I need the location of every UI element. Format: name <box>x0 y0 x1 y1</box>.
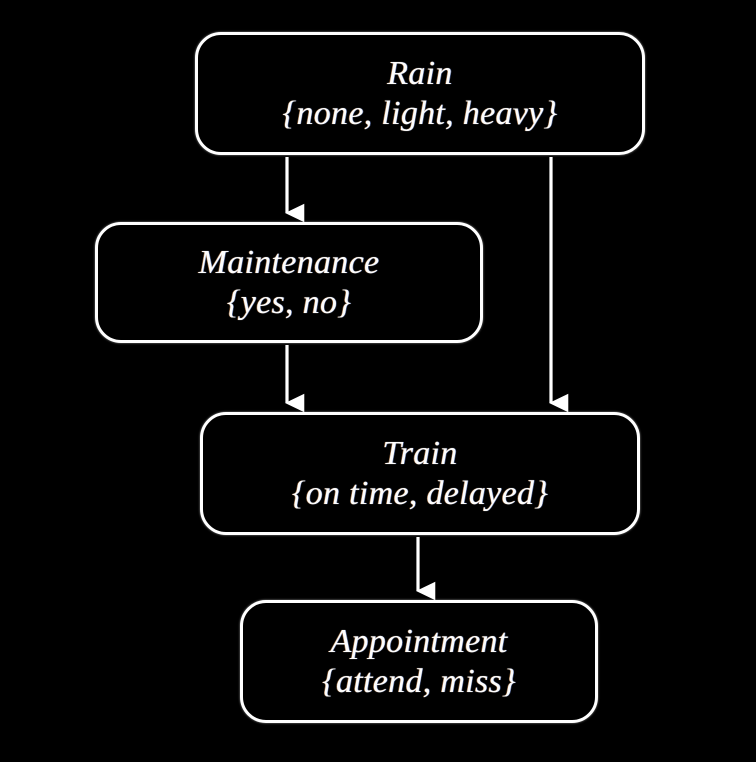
node-appointment-states: {attend, miss} <box>322 662 516 700</box>
node-rain-states: {none, light, heavy} <box>282 94 558 132</box>
node-maintenance-label: Maintenance <box>198 243 380 281</box>
node-train-label: Train <box>382 434 458 472</box>
node-maintenance[interactable]: Maintenance {yes, no} <box>95 222 483 343</box>
node-rain[interactable]: Rain {none, light, heavy} <box>195 32 645 155</box>
node-maintenance-states: {yes, no} <box>226 283 352 321</box>
node-rain-label: Rain <box>387 54 453 92</box>
node-appointment-label: Appointment <box>330 622 508 660</box>
node-train[interactable]: Train {on time, delayed} <box>200 412 640 535</box>
node-appointment[interactable]: Appointment {attend, miss} <box>240 600 598 723</box>
node-train-states: {on time, delayed} <box>291 474 549 512</box>
